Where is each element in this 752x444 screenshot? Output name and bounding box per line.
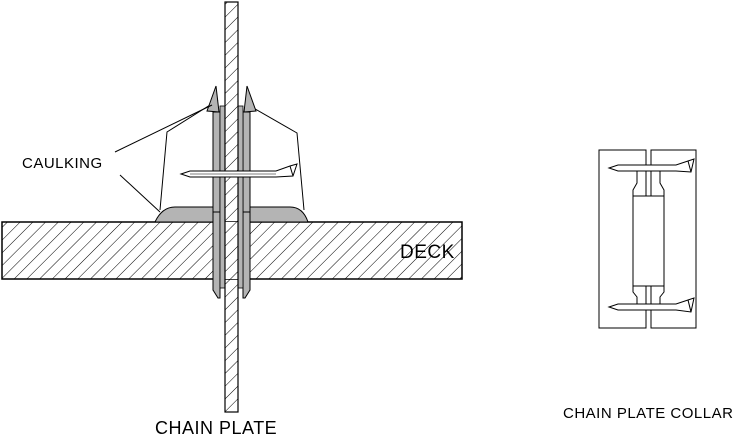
nail-collar-top (607, 158, 695, 173)
chain-plate-collar-label: CHAIN PLATE COLLAR (563, 405, 734, 422)
chain-plate (224, 1, 239, 413)
chain-plate-collar (598, 149, 697, 329)
caulking (154, 85, 309, 223)
deck-label: DECK (400, 242, 455, 263)
nail-collar-bottom (607, 297, 695, 313)
caulking-label: CAULKING (22, 155, 103, 172)
chain-plate-label: CHAIN PLATE (155, 418, 278, 438)
collar-left-block (212, 111, 221, 299)
nail-left-collar (179, 163, 298, 178)
collar-right-block (242, 111, 251, 299)
caulking-leaders (114, 104, 213, 213)
